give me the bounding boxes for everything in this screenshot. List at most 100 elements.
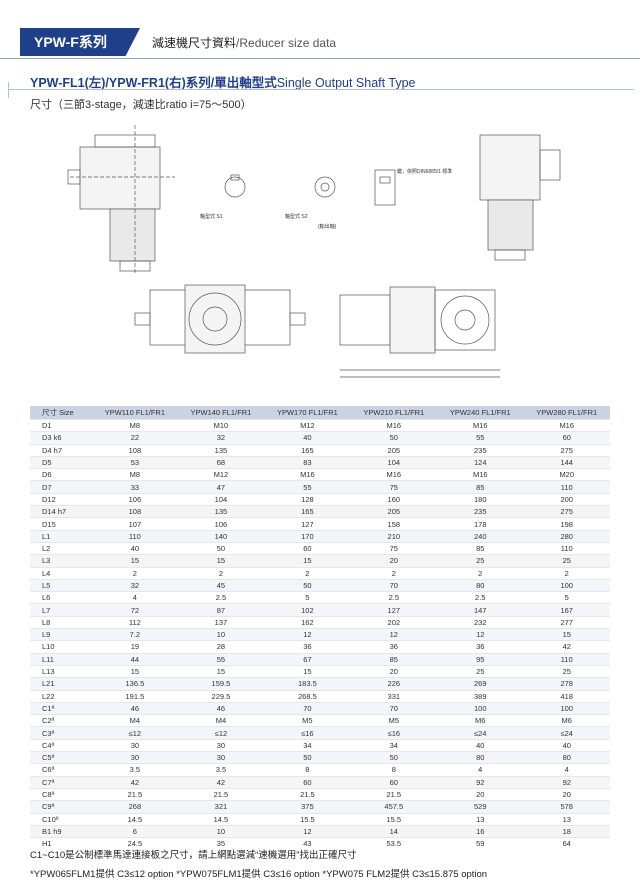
table-cell: M16 [350, 418, 438, 432]
table-cell: 136.5 [92, 677, 178, 691]
table-cell: 20 [350, 554, 438, 568]
table-cell: L9 [30, 628, 93, 641]
table-cell: C2ª [30, 714, 93, 727]
table-cell: 50 [177, 541, 265, 555]
table-cell: 2 [177, 566, 265, 580]
table-cell: C7ª [30, 775, 93, 789]
table-cell: L21 [30, 677, 93, 691]
shaft-s1-detail [224, 174, 246, 198]
table-cell: 165 [264, 443, 351, 457]
table-cell: 50 [350, 431, 438, 445]
table-cell: 375 [264, 800, 351, 813]
table-cell: 2.5 [437, 591, 524, 604]
table-cell: 32 [92, 578, 178, 592]
table-cell: 135 [177, 505, 265, 518]
table-cell: ≤24 [437, 726, 524, 740]
table-cell: 235 [437, 443, 524, 457]
shaft-s2-detail [314, 176, 336, 198]
table-header: YPW210 FL1/FR1 [350, 406, 438, 420]
section-tick [8, 82, 9, 98]
table-cell: 128 [264, 492, 351, 506]
technical-drawing: 軸型式 S1 軸型式 S2 (輸出軸) 鍵，依照DIN6885/1 標準 [67, 125, 561, 378]
table-cell: 457.5 [350, 800, 438, 813]
table-cell: C9ª [30, 800, 93, 813]
table-cell: M16 [350, 468, 438, 481]
table-cell: 240 [437, 529, 524, 543]
table-cell: 36 [437, 640, 524, 654]
table-cell: 13 [523, 812, 610, 826]
table-cell: M8 [92, 468, 178, 481]
table-cell: 25 [437, 664, 524, 678]
table-cell: 127 [350, 603, 438, 617]
table-cell: 15 [92, 554, 178, 568]
table-cell: 144 [523, 455, 610, 469]
header-bar [0, 28, 640, 59]
table-cell: 24.5 [92, 837, 178, 850]
table-cell: 92 [437, 775, 524, 789]
table-cell: 529 [437, 800, 524, 813]
note-line-1: C1~C10是公制標準馬達連接板之尺寸，請上網點選減“速機選用”找出正確尺寸 [30, 850, 357, 861]
table-cell: 2.5 [177, 591, 265, 604]
table-cell: C3ª [30, 726, 93, 740]
table-cell: 60 [523, 431, 610, 445]
table-cell: 46 [92, 701, 178, 715]
table-cell: 14.5 [92, 812, 178, 826]
table-cell: M12 [177, 468, 265, 481]
table-cell: 53 [92, 455, 178, 469]
table-header: YPW140 FL1/FR1 [177, 406, 265, 420]
table-cell: C4ª [30, 738, 93, 752]
table-cell: 40 [523, 738, 610, 752]
table-cell: M12 [264, 418, 351, 432]
table-cell: 30 [92, 751, 178, 764]
table-cell: L1 [30, 529, 93, 543]
table-cell: L8 [30, 615, 93, 629]
table-cell: 229.5 [177, 689, 265, 703]
table-cell: 191.5 [92, 689, 178, 703]
table-cell: 205 [350, 505, 438, 518]
label-shaft-s1: 軸型式 S1 [200, 213, 223, 220]
table-cell: 269 [437, 677, 524, 691]
table-cell: D12 [30, 492, 93, 506]
table-cell: 40 [437, 738, 524, 752]
table-cell: C10ª [30, 812, 93, 826]
table-cell: 100 [523, 578, 610, 592]
table-cell: 110 [523, 541, 610, 555]
table-cell: 85 [350, 652, 438, 666]
table-cell: 158 [350, 517, 438, 531]
table-cell: 4 [92, 591, 178, 604]
table-cell: 8 [350, 763, 438, 777]
table-cell: 25 [437, 554, 524, 568]
table-cell: 95 [437, 652, 524, 666]
table-cell: 6 [92, 824, 178, 838]
table-cell: 40 [92, 541, 178, 555]
table-cell: 25 [523, 554, 610, 568]
table-cell: 45 [177, 578, 265, 592]
table-cell: 75 [350, 480, 438, 494]
table-cell: 34 [264, 738, 351, 752]
table-cell: 198 [523, 517, 610, 531]
table-cell: 110 [92, 529, 178, 543]
series-tab: YPW-F系列 [20, 28, 140, 56]
table-cell: L4 [30, 566, 93, 580]
table-cell: 167 [523, 603, 610, 617]
table-header-row: 尺寸 Size YPW110 FL1/FR1 YPW140 FL1/FR1 YP… [30, 406, 610, 420]
subtitle-en: /Reducer size data [236, 36, 337, 50]
gearbox-top-right-view [479, 134, 561, 261]
table-cell: L13 [30, 664, 93, 678]
table-cell: 3.5 [92, 763, 178, 777]
table-cell: 418 [523, 689, 610, 703]
table-cell: 12 [264, 824, 351, 838]
table-cell: 127 [264, 517, 351, 531]
table-cell: 20 [350, 664, 438, 678]
table-cell: 55 [264, 480, 351, 494]
